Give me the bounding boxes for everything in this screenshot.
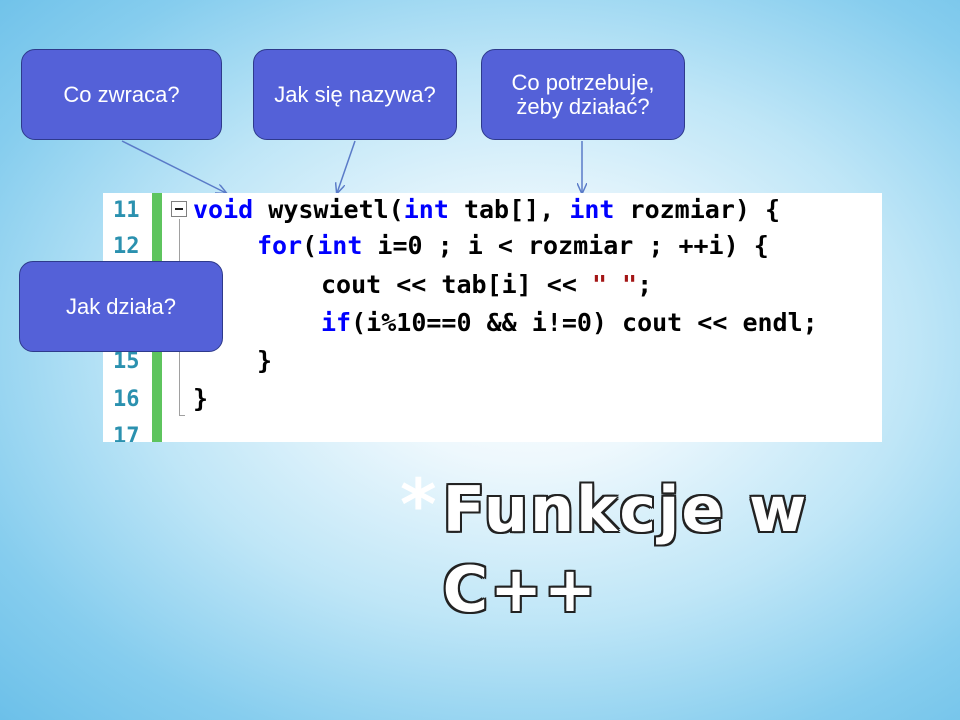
line-number: 12 [113, 234, 140, 259]
arrow-returns [121, 140, 226, 193]
callout-label: Jak się nazywa? [274, 81, 436, 107]
callout-label-line2: żeby działać? [516, 93, 650, 119]
callout-return-type: Co zwraca? [21, 49, 222, 140]
callout-label-line1: Co potrzebuje, [511, 69, 655, 95]
line-number: 15 [113, 349, 140, 374]
callout-function-name: Jak się nazywa? [253, 49, 457, 140]
code-snippet: 11 12 13 14 15 16 17 void wyswietl(int t… [103, 193, 882, 442]
callout-label: Co zwraca? [63, 81, 180, 107]
slide-title: * Funkcje w C++ [400, 464, 960, 626]
code-line-11: void wyswietl(int tab[], int rozmiar) { [193, 195, 781, 224]
code-line-13: cout << tab[i] << " "; [321, 270, 653, 299]
callout-parameters: Co potrzebuje, żeby działać? [481, 49, 685, 140]
code-line-14: if(i%10==0 && i!=0) cout << endl; [321, 308, 818, 337]
collapse-icon[interactable] [171, 201, 187, 217]
title-bullet: * [400, 464, 437, 546]
code-line-15: } [257, 346, 273, 375]
title-text: Funkcje w C++ [442, 473, 809, 626]
callout-label: Jak działa? [65, 293, 177, 319]
line-number: 17 [113, 424, 140, 442]
callout-function-body: Jak działa? [19, 261, 223, 352]
line-number: 16 [113, 387, 140, 412]
code-line-16: } [193, 384, 209, 413]
code-line-12: for(int i=0 ; i < rozmiar ; ++i) { [257, 231, 769, 260]
arrow-name [337, 140, 356, 193]
line-number: 11 [113, 198, 140, 223]
fold-guide-end [179, 415, 185, 416]
